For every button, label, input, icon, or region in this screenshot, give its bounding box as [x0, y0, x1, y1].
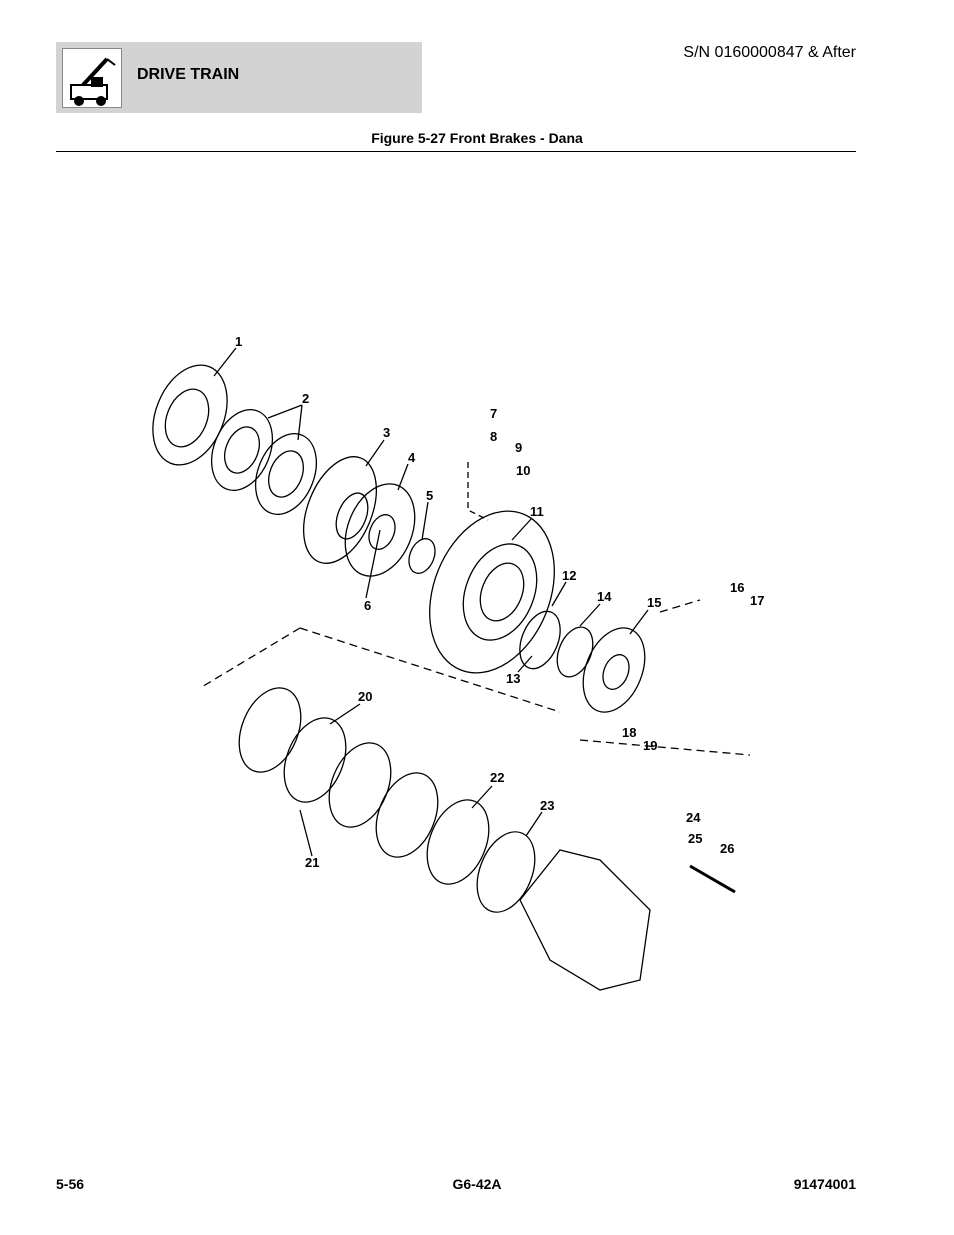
part-3-piston: [303, 456, 377, 564]
callout-22: 22: [490, 770, 504, 785]
callout-2: 2: [302, 391, 309, 406]
part-11-housing: [429, 510, 555, 674]
serial-number: S/N 0160000847 & After: [683, 44, 856, 61]
manual-number: 91474001: [793, 1176, 856, 1192]
telehandler-logo-icon: [62, 48, 122, 108]
part-2-disc: [210, 409, 274, 491]
model-number: G6-42A: [452, 1176, 502, 1192]
callout-11: 11: [530, 504, 544, 519]
callout-21: 21: [305, 855, 319, 870]
part-1-cover: [152, 364, 228, 466]
part-14-ring: [556, 626, 594, 678]
callout-18: 18: [622, 725, 636, 740]
part-15-carrier: [582, 627, 646, 713]
callout-20: 20: [358, 689, 372, 704]
callout-23: 23: [540, 798, 554, 813]
callout-17: 17: [750, 593, 764, 608]
callout-19: 19: [643, 738, 657, 753]
callout-15: 15: [647, 595, 661, 610]
header-banner: DRIVE TRAIN: [56, 42, 422, 113]
callout-5: 5: [426, 488, 433, 503]
page-number: 5-56: [56, 1176, 85, 1192]
callout-14: 14: [597, 589, 612, 604]
callout-6: 6: [364, 598, 371, 613]
part-5-seal: [408, 538, 436, 574]
axle-housing: [519, 849, 651, 991]
callout-3: 3: [383, 425, 390, 440]
section-title: DRIVE TRAIN: [137, 66, 240, 83]
callout-25: 25: [688, 831, 702, 846]
callout-12: 12: [562, 568, 576, 583]
callout-4: 4: [408, 450, 416, 465]
figure-title: Figure 5-27 Front Brakes - Dana: [371, 130, 583, 146]
part-4-plate: [344, 483, 416, 577]
callout-9: 9: [515, 440, 522, 455]
part-20-disc: [238, 687, 302, 773]
callout-13: 13: [506, 671, 520, 686]
callout-1: 1: [235, 334, 242, 349]
part-21-disc: [283, 717, 347, 803]
callout-26: 26: [720, 841, 734, 856]
header-divider: [56, 151, 856, 152]
callout-8: 8: [490, 429, 497, 444]
part-22-plate: [426, 799, 490, 885]
part-26-bolt: [689, 864, 736, 894]
part-23-ring: [476, 831, 536, 913]
callout-10: 10: [516, 463, 530, 478]
callout-16: 16: [730, 580, 744, 595]
callout-24: 24: [686, 810, 701, 825]
part-12-ring: [519, 610, 561, 670]
callout-7: 7: [490, 406, 497, 421]
